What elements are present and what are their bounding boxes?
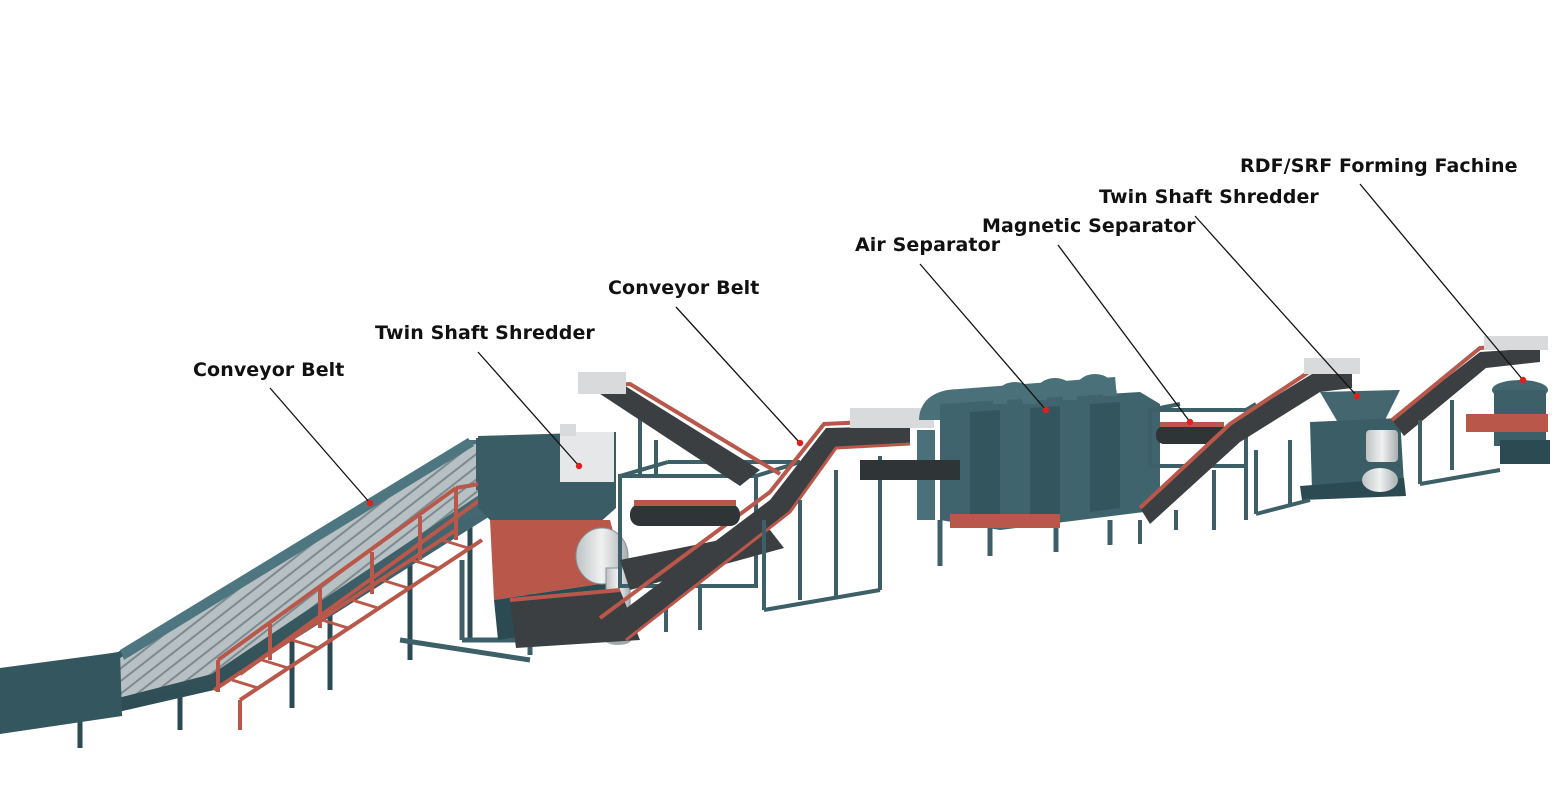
label-conveyor-belt-1: Conveyor Belt (193, 359, 345, 381)
leader-line-conveyor-belt-2 (675, 306, 801, 444)
label-magnetic-separator: Magnetic Separator (982, 215, 1196, 237)
markers (366, 376, 1527, 507)
leader-line-rdf-srf-forming-machine (1359, 183, 1524, 381)
leader-line-twin-shaft-shredder-1 (477, 351, 580, 467)
marker-air-separator (1042, 406, 1050, 414)
label-twin-shaft-shredder-1: Twin Shaft Shredder (375, 322, 595, 344)
marker-rdf-srf-forming-machine (1519, 376, 1527, 384)
leader-line-air-separator (919, 263, 1047, 411)
marker-conveyor-belt-1 (366, 499, 374, 507)
leader-line-twin-shaft-shredder-2 (1194, 215, 1358, 397)
label-twin-shaft-shredder-2: Twin Shaft Shredder (1099, 186, 1319, 208)
leader-line-conveyor-belt-1 (269, 387, 371, 504)
twin-shaft-shredder-1 (399, 424, 640, 663)
leader-lines (269, 183, 1524, 504)
marker-twin-shaft-shredder-2 (1353, 392, 1361, 400)
magnetic-separator (1138, 358, 1360, 544)
marker-magnetic-separator (1186, 418, 1194, 426)
conveyor-belt-2 (578, 372, 934, 642)
twin-shaft-shredder-2 (1254, 390, 1406, 516)
marker-conveyor-belt-2 (796, 439, 804, 447)
leader-line-magnetic-separator (1057, 244, 1191, 423)
rdf-srf-forming-machine (1390, 336, 1550, 486)
label-conveyor-belt-2: Conveyor Belt (608, 277, 760, 299)
air-separator (860, 374, 1160, 566)
label-air-separator: Air Separator (855, 234, 1001, 256)
label-rdf-srf-forming-machine: RDF/SRF Forming Fachine (1240, 155, 1518, 177)
marker-twin-shaft-shredder-1 (575, 462, 583, 470)
